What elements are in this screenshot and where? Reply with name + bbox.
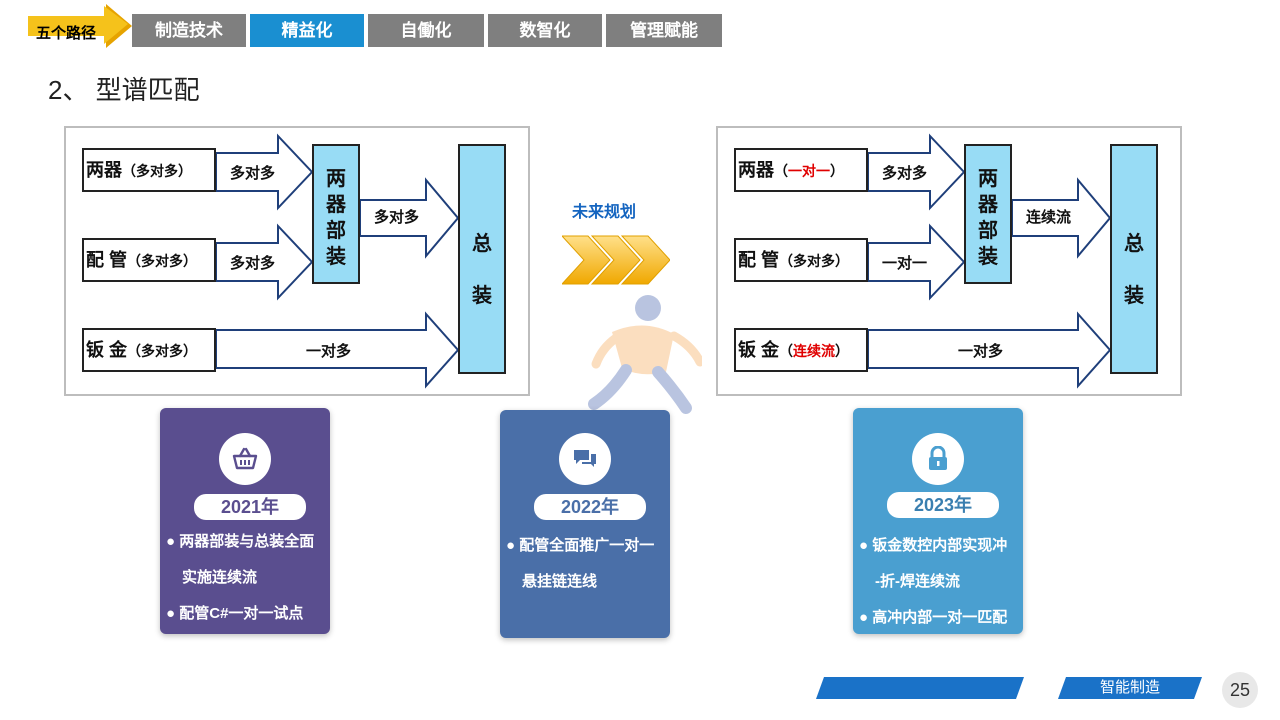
arrow-label: 多对多: [374, 209, 420, 226]
source-mode: （多对多）: [127, 253, 198, 269]
tab-digital-intelligence[interactable]: 数智化: [488, 14, 602, 47]
final-assembly-label: 总装: [472, 233, 492, 307]
source-name: 钣 金: [738, 340, 780, 360]
source-box-sheet-metal: 钣 金（多对多）: [82, 328, 216, 372]
bullet-text: 实施连续流: [182, 569, 258, 586]
bullet-item: ● 高冲内部一对一匹配: [859, 609, 1008, 626]
source-mode: 连续流: [793, 343, 836, 359]
source-name: 钣 金: [86, 340, 128, 360]
arrow-shape: [1011, 177, 1112, 259]
bullet-item: ● 两器部装与总装全面: [166, 533, 315, 550]
source-mode-close: ）: [835, 253, 850, 269]
future-plan-label: 未来规划: [572, 204, 637, 221]
bullet-item: ● 钣金数控内部实现冲: [859, 537, 1008, 554]
chat-bubbles-icon: [559, 433, 611, 485]
final-assembly-box: 总装: [458, 144, 506, 374]
source-box-sheet-metal: 钣 金（连续流）: [734, 328, 868, 372]
source-mode-open: （: [779, 253, 794, 269]
current-state-panel: 两器（多对多） 配 管（多对多） 钣 金（多对多） 多对多 多对多 多对多 一对…: [64, 126, 530, 396]
bullet-text: 配管全面推广一对一: [519, 537, 655, 554]
footer-decor-bar: [815, 677, 1025, 699]
arrow-label: 多对多: [882, 165, 928, 182]
final-assembly-label: 总装: [1124, 233, 1144, 307]
source-name: 配 管: [86, 250, 128, 270]
source-mode-close: ）: [835, 343, 850, 359]
arrow-label: 多对多: [230, 165, 276, 182]
basket-icon: [219, 433, 271, 485]
future-arrows: [867, 133, 1112, 389]
bullet-item: -折-焊连续流: [859, 564, 1007, 600]
page-number: 25: [1222, 672, 1258, 708]
bullet-item: 悬挂链连线: [506, 564, 654, 600]
source-box-piping: 配 管（多对多）: [734, 238, 868, 282]
source-box-heat-exchanger: 两器（多对多）: [82, 148, 216, 192]
year-card-2023: 2023年 ● 钣金数控内部实现冲 -折-焊连续流 ● 高冲内部一对一匹配: [853, 408, 1023, 634]
source-mode-open: （: [779, 343, 794, 359]
bullet-item: ● 配管C#一对一试点: [166, 605, 304, 622]
year-card-2022: 2022年 ● 配管全面推广一对一 悬挂链连线: [500, 410, 670, 638]
nav-section-tag: 五个路径: [28, 4, 132, 48]
bullet-item: ● 配管全面推广一对一: [506, 537, 655, 554]
source-mode-open: （: [774, 163, 788, 179]
tab-jidoka[interactable]: 自働化: [368, 14, 484, 47]
arrow-shape: [867, 311, 1112, 389]
arrow-label: 一对多: [958, 343, 1004, 360]
arrow-shape: [867, 133, 966, 211]
bullet-text: 悬挂链连线: [522, 573, 598, 590]
bullet-text: 两器部装与总装全面: [179, 533, 315, 550]
year-label: 2022年: [534, 494, 646, 520]
bullet-text: 钣金数控内部实现冲: [872, 537, 1008, 554]
bullet-text: 配管C#一对一试点: [179, 605, 304, 622]
future-state-panel: 两器（一对一） 配 管（多对多） 钣 金（连续流） 多对多 一对一 连续流 一对…: [716, 126, 1182, 396]
current-arrows: [215, 133, 460, 389]
arrow-label: 连续流: [1026, 209, 1072, 226]
arrow-label: 一对一: [882, 255, 928, 272]
footer-section-label: 智能制造: [1057, 677, 1203, 699]
arrow-shape: [215, 311, 460, 389]
source-name: 配 管: [738, 250, 780, 270]
year-card-2021: 2021年 ● 两器部装与总装全面 实施连续流 ● 配管C#一对一试点: [160, 408, 330, 634]
footer-label-text: 智能制造: [1099, 679, 1160, 696]
arrow-label: 多对多: [230, 255, 276, 272]
arrow-shape: [215, 223, 314, 301]
lock-icon: [912, 433, 964, 485]
source-mode-close: ）: [830, 163, 844, 179]
nav-tag-label: 五个路径: [36, 25, 97, 42]
bullet-text: -折-焊连续流: [875, 573, 960, 590]
source-box-piping: 配 管（多对多）: [82, 238, 216, 282]
arrow-shape: [215, 133, 314, 211]
arrow-shape: [359, 177, 460, 259]
tab-lean[interactable]: 精益化: [250, 14, 364, 47]
tab-management-empowerment[interactable]: 管理赋能: [606, 14, 722, 47]
sub-assembly-box: 两器部装: [964, 144, 1012, 284]
source-mode: （多对多）: [122, 163, 192, 179]
year-label: 2021年: [194, 494, 306, 520]
year-label: 2023年: [887, 492, 999, 518]
source-name: 两器: [738, 160, 774, 180]
source-box-heat-exchanger: 两器（一对一）: [734, 148, 868, 192]
page-title: 2、 型谱匹配: [48, 75, 200, 105]
arrow-shape: [867, 223, 966, 301]
bullet-text: 高冲内部一对一匹配: [872, 609, 1008, 626]
bullet-item: 实施连续流: [166, 560, 314, 596]
tab-manufacturing-tech[interactable]: 制造技术: [132, 14, 246, 47]
arrow-label: 一对多: [306, 343, 352, 360]
source-name: 两器: [86, 160, 122, 180]
running-person-icon: [588, 295, 702, 414]
final-assembly-box: 总装: [1110, 144, 1158, 374]
sub-assembly-box: 两器部装: [312, 144, 360, 284]
source-mode: 一对一: [788, 163, 830, 179]
source-mode: 多对多: [793, 253, 836, 269]
source-mode: （多对多）: [127, 343, 198, 359]
chevrons-arrow-icon: [562, 235, 670, 285]
